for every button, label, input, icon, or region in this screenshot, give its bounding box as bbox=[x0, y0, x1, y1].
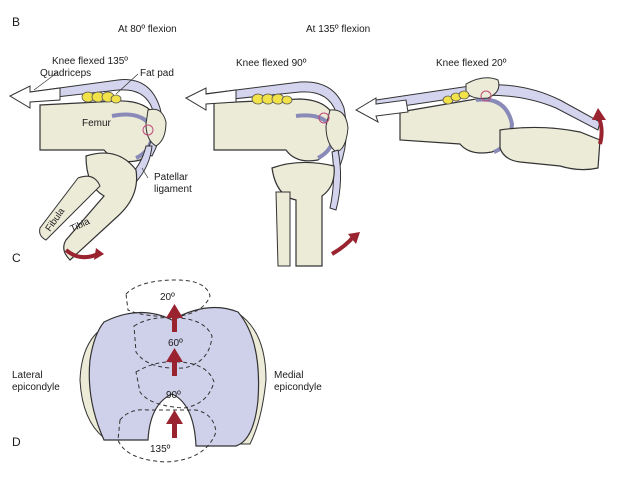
quadriceps-pull-arrow bbox=[354, 97, 409, 124]
patellar-ligament-label-2: ligament bbox=[154, 184, 192, 195]
tibia-bone bbox=[499, 126, 601, 171]
progression-arrows bbox=[166, 304, 183, 438]
knee-135-title: Knee flexed 135º bbox=[52, 56, 128, 67]
panel-letter-d: D bbox=[12, 435, 21, 449]
fat-pad bbox=[251, 93, 293, 105]
angle-label-135: 135º bbox=[150, 444, 171, 455]
fat-pad bbox=[81, 91, 122, 104]
quadriceps-pull-arrow bbox=[184, 87, 237, 111]
knee-20-illustration bbox=[354, 77, 606, 171]
angle-label-20: 20º bbox=[160, 292, 175, 303]
contact-area-20 bbox=[125, 279, 211, 317]
angle-label-90: 90º bbox=[166, 390, 181, 401]
knee-20-title: Knee flexed 20º bbox=[436, 58, 507, 69]
medial-epicondyle-label-2: epicondyle bbox=[274, 382, 322, 393]
header-80-flexion: At 80º flexion bbox=[118, 24, 177, 35]
lateral-epicondyle-label-2: epicondyle bbox=[12, 382, 60, 393]
contact-area-90 bbox=[135, 361, 215, 409]
knee-135-illustration bbox=[8, 71, 167, 261]
femur-bone bbox=[213, 98, 338, 162]
fibula-bone bbox=[39, 175, 101, 241]
femur-bone bbox=[39, 100, 160, 163]
femur-bone bbox=[399, 98, 512, 154]
contact-point bbox=[480, 90, 492, 102]
medial-epicondyle-label-1: Medial bbox=[274, 370, 303, 381]
fat-pad-label: Fat pad bbox=[140, 68, 174, 79]
header-135-flexion: At 135º flexion bbox=[306, 24, 370, 35]
panel-letter-c: C bbox=[12, 251, 21, 265]
rotation-arrow-2 bbox=[331, 234, 356, 256]
lateral-epicondyle-label-1: Lateral bbox=[12, 370, 43, 381]
knee-90-illustration bbox=[184, 81, 360, 267]
fat-pad bbox=[442, 90, 470, 105]
knee-90-title: Knee flexed 90º bbox=[236, 58, 307, 69]
patella bbox=[325, 109, 349, 153]
patellar-ligament bbox=[329, 149, 342, 211]
angle-label-60: 60º bbox=[168, 338, 183, 349]
fibula-bone bbox=[275, 191, 291, 267]
contact-point bbox=[142, 124, 154, 136]
patellar-ligament-label-1: Patellar bbox=[154, 172, 189, 183]
panel-letter-b: B bbox=[12, 15, 20, 29]
contact-point bbox=[318, 112, 330, 124]
femoral-condyle-illustration bbox=[79, 279, 267, 463]
femur-label: Femur bbox=[82, 118, 112, 129]
contact-area-135 bbox=[117, 409, 217, 463]
quadriceps-pull-arrow bbox=[8, 85, 61, 109]
quadriceps-label: Quadriceps bbox=[40, 68, 91, 79]
contact-area-60 bbox=[133, 317, 213, 369]
